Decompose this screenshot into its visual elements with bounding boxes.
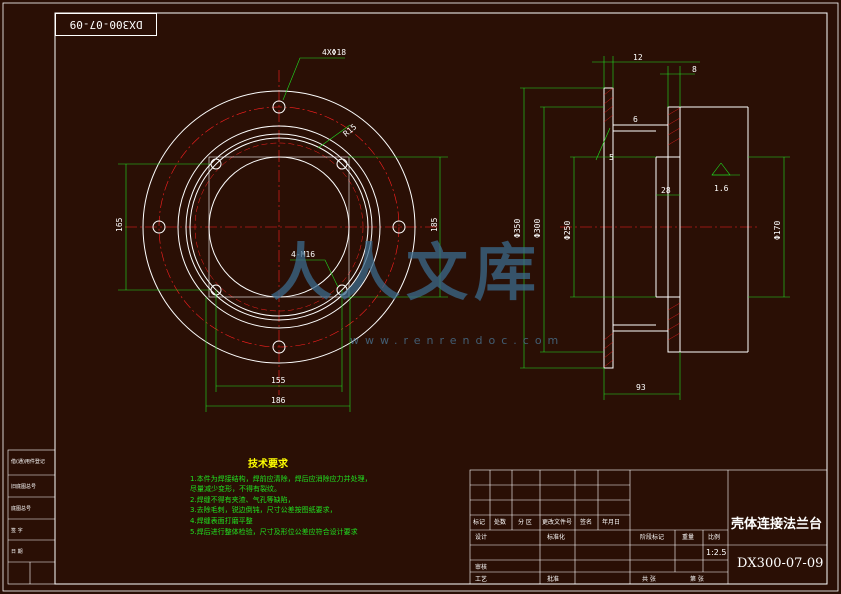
technical-requirements: 技术要求 1.本件为焊接结构，焊前应清除，焊后应消除应力并处理， 尽量减少变形，…	[190, 459, 450, 537]
tb-part-name: 壳体连接法兰台	[731, 517, 823, 532]
dim-4-m16: 4-M16	[291, 250, 315, 259]
bolt-hole	[152, 220, 166, 234]
dim-4x18: 4XΦ18	[322, 48, 346, 57]
tb-cell: 更改文件号	[542, 519, 573, 526]
tb-cell: 重量	[682, 534, 695, 541]
requirement-item: 5.焊后进行整体检验，尺寸及形位公差应符合设计要求	[190, 527, 358, 536]
tb-cell: 批准	[547, 576, 560, 583]
dim-8: 8	[692, 65, 697, 74]
dim-r15: R15	[342, 122, 359, 138]
dim-6: 6	[633, 115, 638, 124]
thread-hole	[210, 158, 222, 170]
technical-requirements-title: 技术要求	[248, 459, 288, 470]
dim-186: 186	[271, 396, 286, 405]
dim-12: 12	[633, 53, 643, 62]
drawing-code-rotated: DX300-07-09	[55, 13, 157, 36]
side-label: 日 期	[11, 549, 23, 555]
dim-93: 93	[636, 383, 646, 392]
dim-d300: Φ300	[533, 219, 542, 238]
tb-cell: 设计	[475, 534, 488, 541]
tb-drawing-number: DX300-07-09	[737, 556, 824, 571]
watermark-url: www.renrendoc.com	[350, 334, 565, 347]
tb-cell: 审核	[475, 564, 488, 571]
watermark-text: 人人文库	[270, 236, 543, 309]
bolt-hole	[272, 340, 286, 354]
dim-roughness: 1.6	[714, 184, 729, 193]
requirement-item: 3.去除毛刺，锐边倒钝，尺寸公差按图纸要求，	[190, 506, 337, 515]
side-label: 底图总号	[11, 506, 32, 512]
inner-frame	[54, 12, 828, 585]
section-view: 12 8 6 5 28 1.6 Φ350 Φ300 Φ250 Φ170 93	[513, 53, 790, 400]
requirement-item: 尽量减少变形，不得有裂纹。	[190, 485, 281, 494]
bolt-hole	[392, 220, 406, 234]
side-label: 签 字	[11, 528, 23, 534]
requirement-item: 4.焊缝表面打磨平整	[190, 516, 253, 525]
tb-cell: 分 区	[518, 519, 532, 526]
tb-cell: 工艺	[475, 576, 488, 583]
tb-cell: 年月日	[602, 519, 621, 526]
side-label: 旧底图总号	[11, 484, 37, 490]
requirement-item: 1.本件为焊接结构，焊前应清除，焊后应消除应力并处理，	[190, 474, 372, 483]
tb-cell: 标记	[473, 519, 486, 526]
thread-hole	[336, 158, 348, 170]
dim-5: 5	[609, 153, 614, 162]
dim-165: 165	[115, 217, 124, 232]
title-block	[469, 469, 828, 585]
tb-cell: 标准化	[547, 534, 566, 541]
dim-d250: Φ250	[563, 221, 572, 240]
dim-d170: Φ170	[773, 221, 782, 240]
dim-d350: Φ350	[513, 219, 522, 238]
tb-cell: 第 张	[690, 576, 704, 583]
dim-185: 185	[430, 217, 439, 232]
side-label: 借(通)用件登记	[11, 459, 45, 465]
front-view: 4XΦ18 R15 4-M16 165 185 155 186	[115, 48, 448, 412]
tb-scale: 1:2.5	[706, 548, 727, 557]
tb-cell: 比例	[708, 534, 721, 541]
tb-cell: 处数	[494, 519, 507, 526]
requirement-item: 2.焊缝不得有夹渣、气孔等缺陷，	[190, 495, 295, 504]
tb-cell: 签名	[580, 519, 593, 526]
dim-28: 28	[661, 186, 671, 195]
bolt-hole	[272, 100, 286, 114]
dim-155: 155	[271, 376, 286, 385]
tb-cell: 共 张	[642, 576, 656, 583]
side-table	[7, 449, 56, 585]
tb-cell: 阶段标记	[640, 534, 665, 541]
